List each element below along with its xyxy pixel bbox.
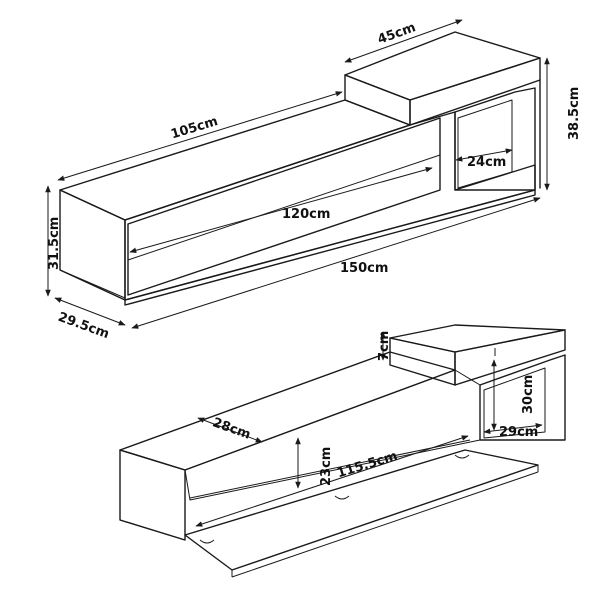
dim-105cm-line <box>57 91 343 181</box>
dim-115-5cm-line <box>195 435 469 527</box>
label-150cm: 150cm <box>340 261 388 276</box>
cabinet-open-view <box>119 324 566 578</box>
top-view-labels: 45cm 105cm 38.5cm 24cm 120cm 31.5cm 150c… <box>47 20 582 342</box>
hinge-right <box>454 454 470 459</box>
open-left-plinth <box>119 519 186 541</box>
label-29cm: 29cm <box>499 425 538 440</box>
right-compartment-outer <box>454 87 536 191</box>
label-120cm: 120cm <box>282 207 330 222</box>
dim-45cm-line <box>344 19 463 63</box>
open-right-compartment-inner <box>483 367 546 439</box>
bottom-view-labels: 7cm 30cm 28cm 23cm 115.5cm 29cm <box>210 331 538 486</box>
bottom-view-dimensions <box>195 331 543 527</box>
label-115-5cm: 115.5cm <box>335 449 399 482</box>
label-24cm: 24cm <box>467 155 506 170</box>
open-left-side <box>119 449 186 541</box>
dim-150cm-line <box>131 197 541 329</box>
raised-box-left-side <box>344 74 411 126</box>
dim-24cm-line <box>455 148 513 162</box>
drop-down-flap-edge2 <box>231 471 539 578</box>
label-23cm: 23cm <box>319 447 334 486</box>
label-31-5cm: 31.5cm <box>47 217 62 270</box>
left-plinth-line <box>59 269 126 299</box>
label-30cm: 30cm <box>521 375 536 414</box>
dim-120cm-line <box>129 166 433 254</box>
label-28cm: 28cm <box>210 415 252 443</box>
open-right-compartment <box>479 354 566 441</box>
hinge-center <box>334 495 350 500</box>
dim-29-5cm-line <box>54 297 126 326</box>
label-29-5cm: 29.5cm <box>56 310 111 342</box>
top-view-dimensions <box>45 19 550 329</box>
hinge-left <box>199 539 215 544</box>
right-compartment-inner <box>457 99 513 189</box>
label-38-5cm: 38.5cm <box>567 87 582 140</box>
open-raised-box-side <box>454 329 566 386</box>
label-7cm: 7cm <box>377 331 392 361</box>
dim-29cm-line <box>483 422 543 435</box>
long-top-surface <box>59 99 411 221</box>
